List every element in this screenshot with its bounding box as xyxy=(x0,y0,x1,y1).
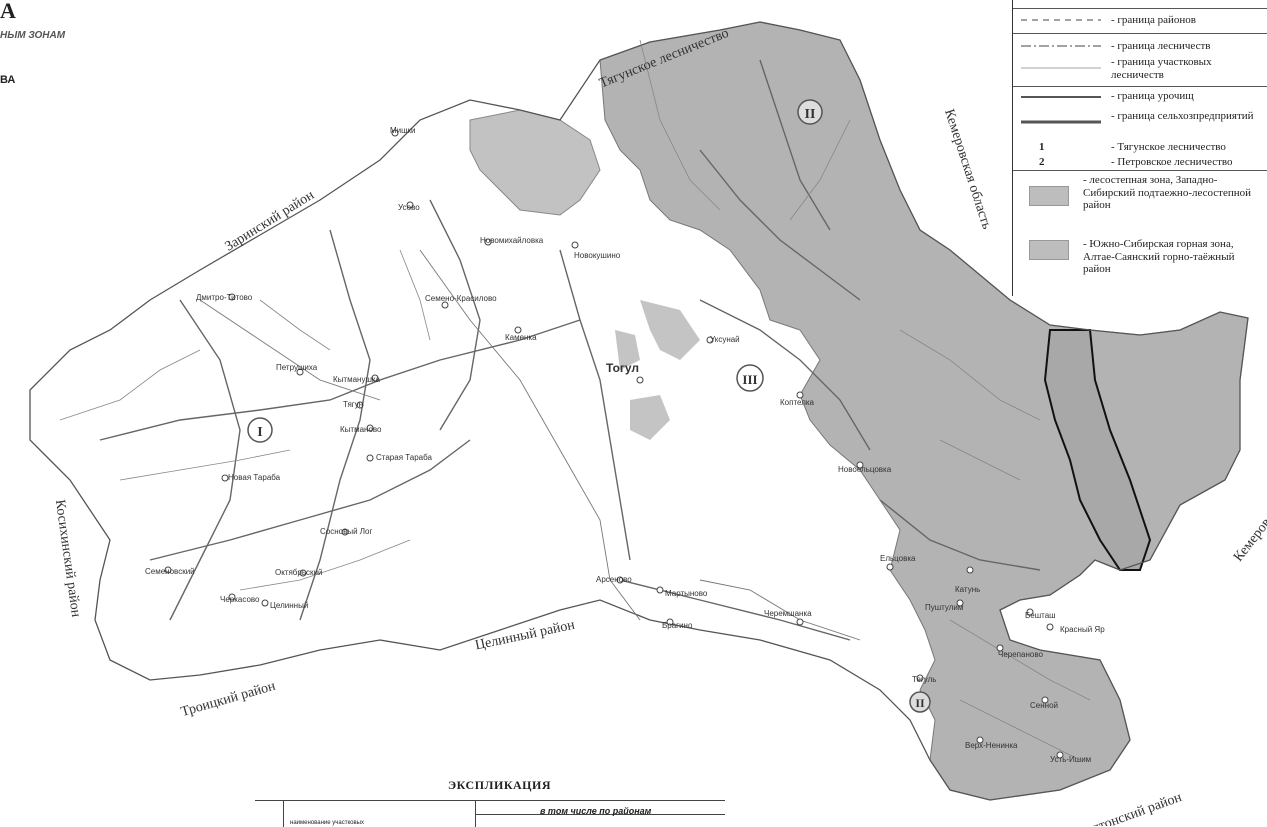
settlement-novomikhailovka: Новомихайловка xyxy=(480,236,544,245)
settlement-semeno-krasilovo: Семено-Красилово xyxy=(425,294,497,303)
settlement-sosnovy-log: Сосновый Лог xyxy=(320,527,372,536)
internal-boundaries xyxy=(99,59,1041,641)
settlement-labels: Тогул Новокушино Новомихайловка Семено-К… xyxy=(145,126,1105,764)
header-letter: А xyxy=(0,0,16,23)
legend-label-foreststeppe: - лесостепная зона, Западно-Сибирский по… xyxy=(1083,174,1252,212)
settlement-katun: Катунь xyxy=(955,585,980,594)
settlement-pushtulim: Пуштулим xyxy=(925,603,963,612)
zone-label-1: I xyxy=(257,425,262,440)
region-label-kosikhinsky: Косихинский район xyxy=(52,499,83,619)
settlement-semenovsky: Семеновский xyxy=(145,567,195,576)
region-label-troitsky: Троицкий район xyxy=(179,679,277,720)
settlement-kitmanushka: Кытманушка xyxy=(333,375,381,384)
settlement-bragino: Брагино xyxy=(662,621,693,630)
legend-swatch-foreststeppe xyxy=(1029,186,1069,206)
settlement-cherepanovo: Черепаново xyxy=(998,650,1043,659)
settlement-staraya-taraba: Старая Тараба xyxy=(376,453,433,462)
legend-label-farm: - граница сельхозпредприятий xyxy=(1111,110,1254,122)
region-label-soltonsky: Солтонский район xyxy=(1075,790,1184,826)
legend-label-district: - граница районов xyxy=(1111,14,1196,26)
territory-outline xyxy=(29,21,1249,801)
legend-swatch-mountain xyxy=(1029,240,1069,260)
settlement-cherkasovo: Черкасово xyxy=(220,595,260,604)
settlement-tselinny: Целинный xyxy=(270,601,308,610)
settlement-petrushikha: Петрушиха xyxy=(276,363,318,372)
zone-marker-1: I xyxy=(247,417,273,443)
zone-marker-2: II xyxy=(797,99,823,125)
settlement-uksunai: Уксунай xyxy=(710,335,740,344)
legend-label-subforestry: - граница участковых лесничеств xyxy=(1111,56,1212,81)
settlement-usovo: Усово xyxy=(398,203,420,212)
region-label-zarinsky: Заринский район xyxy=(223,188,318,255)
explication-title: ЭКСПЛИКАЦИЯ xyxy=(448,778,552,792)
zone-label-3: III xyxy=(742,372,757,387)
legend-num-2: 2 xyxy=(1039,156,1045,168)
map-legend: - граница районов - граница лесничеств -… xyxy=(1012,0,1267,296)
settlement-arsenovo: Арсеново xyxy=(596,575,632,584)
legend-label-petrovskoe: - Петровское лесничество xyxy=(1111,156,1233,168)
settlement-dmitro-titovo: Дмитро-Титово xyxy=(196,293,253,302)
explication-table xyxy=(255,800,725,827)
mountain-zone xyxy=(1043,329,1152,571)
settlement-martynovo: Мартыново xyxy=(665,589,708,598)
settlement-kitmanovo: Кытманово xyxy=(340,425,382,434)
settlement-ust-ishim: Усть-Ишим xyxy=(1050,755,1091,764)
settlement-cheremshanka: Черемшанка xyxy=(764,609,812,618)
legend-label-mountain: - Южно-Сибирская горная зона, Алтае-Саян… xyxy=(1083,238,1235,276)
settlement-novaya-taraba: Новая Тараба xyxy=(228,473,281,482)
settlement-koptelka: Коптелка xyxy=(780,398,815,407)
taiga-zone-islands xyxy=(615,300,700,440)
settlement-markers xyxy=(164,129,1064,759)
zone-marker-4: II xyxy=(909,691,931,713)
region-label-tselinny: Целинный район xyxy=(474,618,577,654)
settlement-krasny-yar: Красный Яр xyxy=(1060,625,1105,634)
settlement-kamenka: Каменка xyxy=(505,333,537,342)
explication-subheader: в том числе по районам xyxy=(540,806,652,816)
settlement-tyagun: Тягун xyxy=(343,400,363,409)
settlement-oktyabrsky: Октябрьский xyxy=(275,568,322,577)
zone-label-4: II xyxy=(915,696,925,710)
settlement-novokuzhino: Новокушино xyxy=(574,251,621,260)
thin-boundaries xyxy=(59,39,1091,761)
settlement-novoelcovka: Новоельцовка xyxy=(838,465,892,474)
legend-label-tract: - граница урочищ xyxy=(1111,90,1194,102)
taiga-zone-west-patch xyxy=(469,109,601,216)
settlement-elcovka: Ельцовка xyxy=(880,554,916,563)
zone-label-2: II xyxy=(805,107,816,122)
settlement-teguly: Тегуль xyxy=(912,675,936,684)
settlement-sennoy: Сенной xyxy=(1030,701,1058,710)
header-subtitle: НЫМ ЗОНАМ xyxy=(0,30,66,41)
explication-column-head: наименование участковых xyxy=(290,820,364,826)
header-line3: ВА xyxy=(0,74,16,86)
zone-marker-3: III xyxy=(736,364,764,392)
rivers xyxy=(199,249,861,641)
settlement-beshtak: Бешташ xyxy=(1025,611,1056,620)
legend-num-1: 1 xyxy=(1039,141,1045,153)
region-label-kemerovo-right: Кемеровская область xyxy=(1231,457,1267,565)
settlement-verkh-neninka: Верх-Ненинка xyxy=(965,741,1018,750)
settlement-mishki: Мишки xyxy=(390,126,416,135)
legend-label-forestry: - граница лесничеств xyxy=(1111,40,1211,52)
region-label-kemerovo-top: Кемеровская область xyxy=(941,107,994,231)
settlement-togul: Тогул xyxy=(606,361,639,375)
legend-label-tyagun: - Тягунское лесничество xyxy=(1111,141,1226,153)
